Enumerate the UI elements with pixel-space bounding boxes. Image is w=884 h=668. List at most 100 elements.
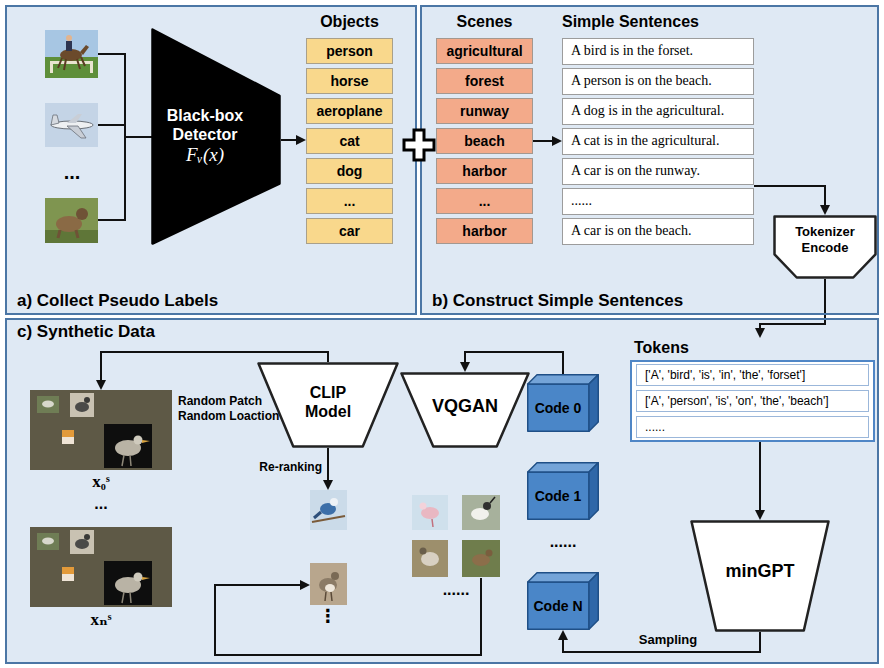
cell-text: A bird is in the forset.: [571, 43, 693, 60]
panel-ground: [5, 5, 879, 664]
step-note: Re-ranking: [259, 460, 322, 474]
connector: [533, 136, 562, 146]
image-symbol: x₀ˢ: [92, 472, 109, 492]
connector: [755, 279, 825, 338]
photo-thumbnail: [45, 198, 98, 243]
synthetic-image: [134, 436, 143, 445]
sentence-cell: A cat is in the agricultural.: [562, 128, 754, 155]
photo-thumbnail: [45, 198, 98, 243]
generated-image: [412, 540, 448, 577]
edge-label: Sampling: [637, 632, 700, 648]
block-label: minGPT: [725, 561, 794, 583]
panel-ground: [420, 5, 879, 315]
token-row: ['A', 'bird', 'is', 'in', 'the', 'forset…: [636, 364, 869, 386]
connector-line: [760, 279, 825, 330]
object-cell: ...: [306, 188, 393, 214]
cube-face: [589, 573, 598, 630]
connector-line: [533, 140, 554, 142]
ellipsis: ......: [443, 580, 470, 599]
column-header: Objects: [320, 12, 379, 31]
photo-thumbnail: [51, 115, 59, 125]
model-block: minGPT: [690, 520, 830, 632]
token-row: ['A', 'person', 'is', 'on', 'the', 'beac…: [636, 390, 869, 412]
cell-text: agricultural: [446, 43, 522, 60]
connector-line: [281, 139, 298, 141]
arrowhead: [323, 480, 333, 490]
arrowhead: [755, 510, 765, 520]
synthetic-image: [122, 455, 131, 466]
tokenizer-block: Tokenizer Encode: [773, 215, 877, 279]
arrowhead: [300, 580, 310, 590]
scene-cell: harbor: [436, 218, 533, 244]
sentence-cell: A bird is in the forset.: [562, 38, 754, 65]
cube-face: [528, 375, 599, 384]
ranked-image: [310, 490, 347, 530]
model-block: VQGAN: [400, 372, 530, 448]
step-note: Random Loaction: [178, 409, 279, 423]
code-label: Code 0: [535, 400, 582, 417]
arrowhead: [820, 205, 830, 215]
label-anchor: x₀ˢ: [92, 472, 109, 492]
scene-cell: beach: [436, 128, 533, 154]
connector: [558, 630, 760, 652]
cell-text: runway: [460, 103, 509, 120]
cube-face: [528, 573, 599, 582]
connector: [281, 135, 306, 145]
cell-text: A person is on the beach.: [571, 73, 712, 90]
block-label: VQGAN: [432, 396, 498, 418]
shape-outline: [402, 374, 529, 447]
cell-text: horse: [330, 73, 368, 90]
panel-ground: [5, 318, 879, 664]
shape-outline: [153, 30, 280, 244]
panel: a) Collect Pseudo LabelsBlack-box Detect…: [5, 5, 417, 315]
cell-text: ...: [344, 193, 356, 210]
sentence-cell: A car is on the beach.: [562, 218, 754, 245]
photo-thumbnail: [67, 114, 82, 123]
token-list: Tokens['A', 'bird', 'is', 'in', 'the', '…: [630, 338, 875, 442]
connector: [460, 352, 563, 374]
photo-thumbnail: [67, 126, 86, 138]
flow-line: [215, 578, 481, 655]
panel-title: c) Synthetic Data: [17, 322, 155, 342]
synthetic-image: [37, 396, 59, 413]
ranked-image: [310, 563, 347, 605]
object-cell: horse: [306, 68, 393, 94]
ranked-image: [310, 490, 347, 605]
connector: [754, 186, 830, 215]
shape-outline: [259, 364, 398, 447]
column-header: Scenes: [456, 12, 512, 31]
photo-thumbnail: [45, 230, 98, 243]
label-column: Simple SentencesA bird is in the forset.…: [562, 12, 754, 247]
panel-title: a) Collect Pseudo Labels: [17, 291, 218, 311]
generated-image: [490, 497, 495, 503]
synthetic-image: [62, 437, 74, 444]
arrowhead: [558, 630, 568, 640]
cell-text: A car is on the runway.: [571, 163, 700, 180]
plus-symbol: [401, 127, 437, 163]
synthetic-image: [42, 401, 54, 408]
ellipsis: ...: [94, 494, 107, 513]
connector: [755, 442, 765, 520]
cell-text: ......: [571, 193, 592, 210]
arrowhead: [552, 136, 562, 146]
photo-thumbnail: [50, 61, 53, 73]
synthetic-image: [142, 440, 150, 443]
sentence-cell: A dog is in the agricultural.: [562, 98, 754, 125]
plus-symbol: [404, 130, 434, 160]
generated-image: [486, 550, 493, 557]
object-cell: dog: [306, 158, 393, 184]
synthetic-image: [30, 390, 172, 470]
photo-thumbnail: [66, 41, 72, 51]
label-anchor: ...: [64, 160, 81, 184]
object-cell: cat: [306, 128, 393, 154]
ellipsis: ......: [550, 532, 577, 551]
ranked-image: [319, 578, 337, 592]
cube-face: [528, 384, 589, 431]
synthetic-image: [75, 402, 89, 412]
generated-image: [432, 519, 433, 527]
cube-face: [589, 463, 598, 520]
photo-thumbnail: [50, 61, 93, 64]
scene-cell: ...: [436, 188, 533, 214]
sentence-cell: A car is on the runway.: [562, 158, 754, 185]
